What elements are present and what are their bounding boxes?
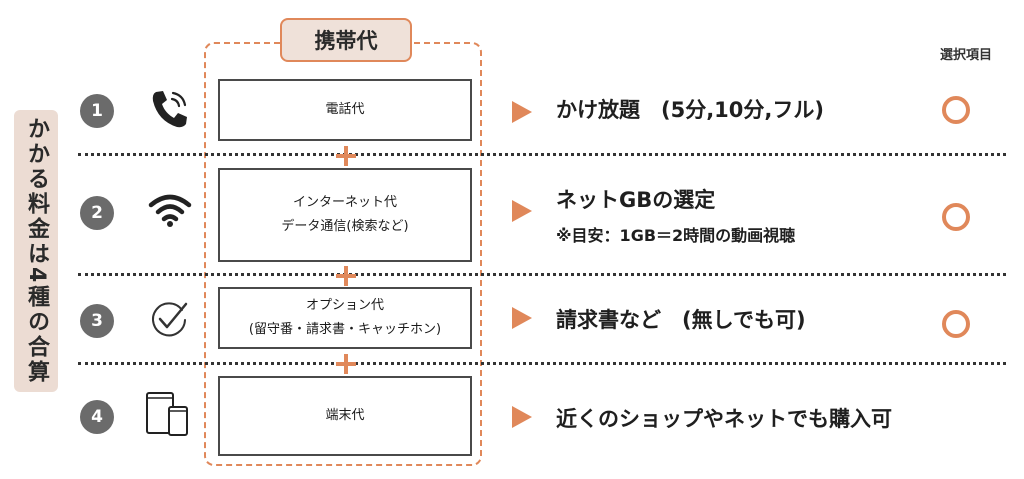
arrow-icon (512, 200, 532, 222)
cost-box-sublabel: (留守番・請求書・キャッチホン) (248, 322, 442, 337)
arrow-icon (512, 101, 532, 123)
row-description: かけ放題 (5分,10分,フル) (556, 98, 824, 122)
cost-box-label: 電話代 (325, 102, 365, 117)
row-separator (78, 273, 1006, 276)
plus-icon (336, 266, 356, 286)
row-description: 請求書など (無しでも可) (556, 308, 806, 332)
cost-box-label: オプション代 (305, 298, 384, 313)
row-subdescription: ※目安：1GB＝2時間の動画視聴 (556, 226, 796, 245)
select-circle-icon[interactable] (942, 310, 970, 338)
column-header: 選択項目 (939, 48, 992, 63)
step-number: 2 (80, 196, 114, 230)
step-number: 3 (80, 304, 114, 338)
arrow-icon (512, 406, 532, 428)
cost-box-call: 電話代 (218, 79, 472, 141)
cost-box-sublabel: データ通信(検索など) (281, 219, 409, 234)
cost-box-label: インターネット代 (292, 195, 397, 210)
side-label-text: かかる料金は4種の合算 (24, 116, 49, 386)
select-circle-icon[interactable] (942, 203, 970, 231)
row-separator (78, 153, 1006, 156)
row-description: ネットGBの選定 (556, 188, 716, 212)
step-number: 4 (80, 400, 114, 434)
phone-icon (150, 88, 190, 130)
plus-icon (336, 354, 356, 374)
arrow-icon (512, 307, 532, 329)
cost-box-label: 端末代 (325, 408, 365, 423)
frame-title: 携帯代 (280, 18, 412, 62)
cost-box-option: オプション代 (留守番・請求書・キャッチホン) (218, 287, 472, 349)
cost-box-data: インターネット代 データ通信(検索など) (218, 168, 472, 262)
plus-icon (336, 146, 356, 166)
check-circle-icon (148, 298, 190, 340)
devices-icon (144, 390, 192, 438)
select-circle-icon[interactable] (942, 96, 970, 124)
wifi-icon (148, 192, 192, 228)
cost-box-device: 端末代 (218, 376, 472, 456)
row-separator (78, 362, 1006, 365)
step-number: 1 (80, 94, 114, 128)
side-label: かかる料金は4種の合算 (14, 110, 58, 392)
row-description: 近くのショップやネットでも購入可 (556, 407, 892, 431)
